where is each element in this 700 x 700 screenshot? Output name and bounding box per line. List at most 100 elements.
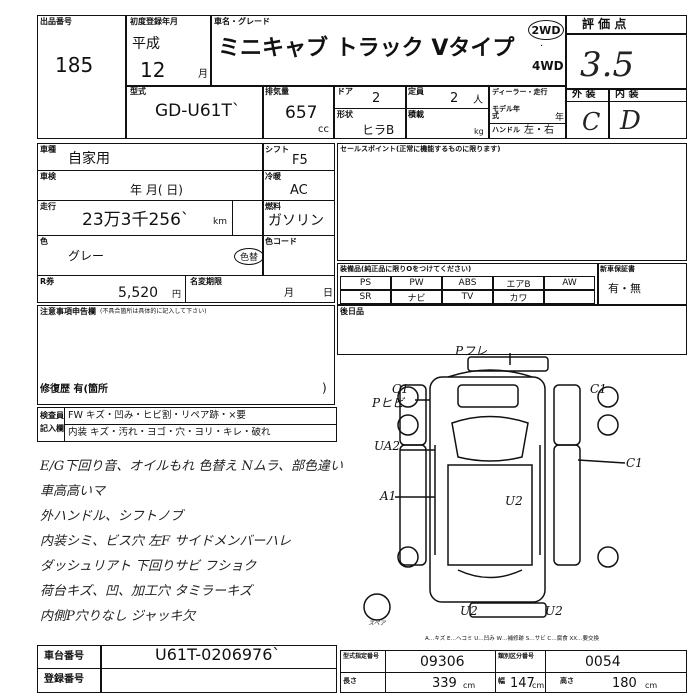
equipment-item: ABS	[442, 276, 493, 290]
handwritten-note: 荷台キズ、凹、加工穴 タミラーキズ	[40, 584, 253, 599]
interior-grade: D	[620, 106, 641, 136]
height-label: 高さ	[560, 677, 574, 685]
type-cert-value: 09306	[420, 654, 465, 670]
height-value: 180	[612, 676, 637, 691]
chassis-label: 車台番号	[44, 651, 84, 662]
rcert-unit: 円	[172, 290, 182, 300]
diagram-legend: A…キズ E…ヘコミ U…凹み W…補修跡 S…サビ C…腐食 XX…要交換	[425, 636, 600, 642]
equipment-item: AW	[544, 276, 595, 290]
repair-label: 修復歴 有(箇所	[40, 384, 109, 395]
hood	[457, 384, 519, 408]
equipment-item: カワ	[493, 290, 544, 304]
caution-frame	[37, 305, 335, 405]
first-reg-label: 初度登録年月	[130, 17, 178, 26]
dealer-label: ディーラー・走行	[492, 88, 548, 96]
equipment-item: ナビ	[391, 290, 442, 304]
new-warranty-label: 新車保証書	[600, 265, 635, 273]
width-label: 幅	[498, 677, 505, 685]
diagram-label: UA2	[374, 439, 400, 453]
diagram-label: C1	[590, 382, 607, 396]
length-unit: cm	[463, 681, 476, 690]
capacity-label: 定員	[408, 87, 424, 96]
lot-number: 185	[55, 53, 94, 77]
caution-sub: (不具合箇所は具体的に記入して下さい)	[100, 308, 207, 315]
category-value: 0054	[585, 654, 621, 670]
front-bumper	[447, 369, 533, 378]
fuel-value: ガソリン	[268, 213, 324, 229]
shift-value: F5	[292, 153, 308, 168]
interior-row: 内装 キズ・汚れ・ヨゴ・穴・ヨリ・キレ・破れ	[68, 427, 271, 438]
header-frame	[37, 15, 687, 139]
type-value: 自家用	[68, 151, 110, 167]
drive-4wd: 4WD	[532, 59, 564, 73]
footer-left-frame	[37, 645, 337, 693]
load-label: 積載	[408, 110, 424, 119]
drive-2wd: 2WD	[528, 20, 564, 40]
diagram-label: C1	[392, 382, 409, 396]
width-value: 147	[510, 676, 535, 691]
equipment-item: TV	[442, 290, 493, 304]
diagram-label: Pフレ	[454, 345, 487, 358]
registration-label: 登録番号	[44, 674, 84, 685]
fuel-label: 燃料	[265, 202, 281, 211]
capacity-value: 2	[450, 91, 459, 106]
equipment-item: SR	[340, 290, 391, 304]
new-warranty-value: 有・無	[608, 282, 641, 295]
year-unit: 年	[555, 113, 565, 123]
fw-row: FW キズ・凹み・ヒビ割・リペア跡・×要	[68, 410, 246, 421]
length-label: 長さ	[343, 677, 357, 685]
shift-label: シフト	[265, 145, 289, 154]
doors-value: 2	[372, 91, 381, 106]
chassis-value: U61T-0206976`	[155, 645, 281, 664]
handwritten-note: 内装シミ、ビス穴 左F サイドメンバーハレ	[40, 534, 292, 549]
exterior-grade: C	[582, 108, 601, 136]
handwritten-note: ダッシュリアト 下回りサビ フショク	[40, 559, 257, 574]
shape-value: ヒラB	[362, 123, 395, 137]
score-value: 3.5	[580, 45, 635, 85]
color-change: 色替	[234, 248, 264, 265]
lot-label: 出品番号	[40, 17, 72, 26]
detail-frame	[37, 143, 335, 303]
footer-right-frame	[340, 650, 687, 693]
wheel-fl	[397, 386, 419, 408]
diagram-label: U2	[545, 604, 563, 618]
diagram-label: C1	[626, 456, 643, 470]
sales-point-label: セールスポイント(正常に機能するものに限ります)	[340, 145, 501, 153]
handle-label: ハンドル	[492, 126, 520, 134]
wheel-fr	[597, 386, 619, 408]
handwritten-note: 内側P穴りなし ジャッキ欠	[40, 609, 196, 624]
score-label: 評 価 点	[582, 17, 627, 31]
rear-panel	[457, 569, 523, 579]
wheel-rl	[397, 546, 419, 568]
handwritten-note: E/G下回り音、オイルもれ 色替え Nムラ、部色違い	[40, 459, 343, 474]
length-value: 339	[432, 676, 457, 691]
model-label: 型式	[130, 87, 146, 96]
displacement-label: 排気量	[265, 87, 289, 96]
handwritten-note: 車高高いマ	[40, 484, 106, 499]
caution-label: 注意事項申告欄	[40, 307, 96, 316]
handle-value: 左・右	[524, 125, 554, 136]
equipment-item	[544, 290, 595, 304]
spare-tire	[363, 593, 391, 621]
mileage-unit: km	[213, 217, 227, 227]
diagram-label: Pヒビ	[371, 396, 406, 410]
width-unit: cm	[532, 681, 545, 690]
model-value: GD-U61T`	[155, 101, 241, 121]
back-items-label: 後日品	[340, 307, 364, 316]
name-change-day: 日	[323, 288, 333, 299]
type-label: 車種	[40, 145, 56, 154]
displacement-value: 657	[285, 103, 318, 123]
shape-label: 形状	[337, 110, 353, 119]
era: 平成	[132, 36, 160, 52]
load-unit: kg	[474, 127, 484, 136]
sales-point-frame	[337, 143, 687, 261]
mileage-value: 23万3千256`	[82, 210, 190, 230]
color-code-label: 色コード	[265, 237, 297, 246]
windshield	[451, 415, 529, 462]
name-change-month: 月	[284, 288, 294, 299]
ac-value: AC	[290, 183, 308, 198]
name-change-label: 名変期限	[190, 277, 222, 286]
inspection-value: 年 月( 日)	[130, 183, 183, 197]
reg-year: 12	[140, 58, 166, 82]
